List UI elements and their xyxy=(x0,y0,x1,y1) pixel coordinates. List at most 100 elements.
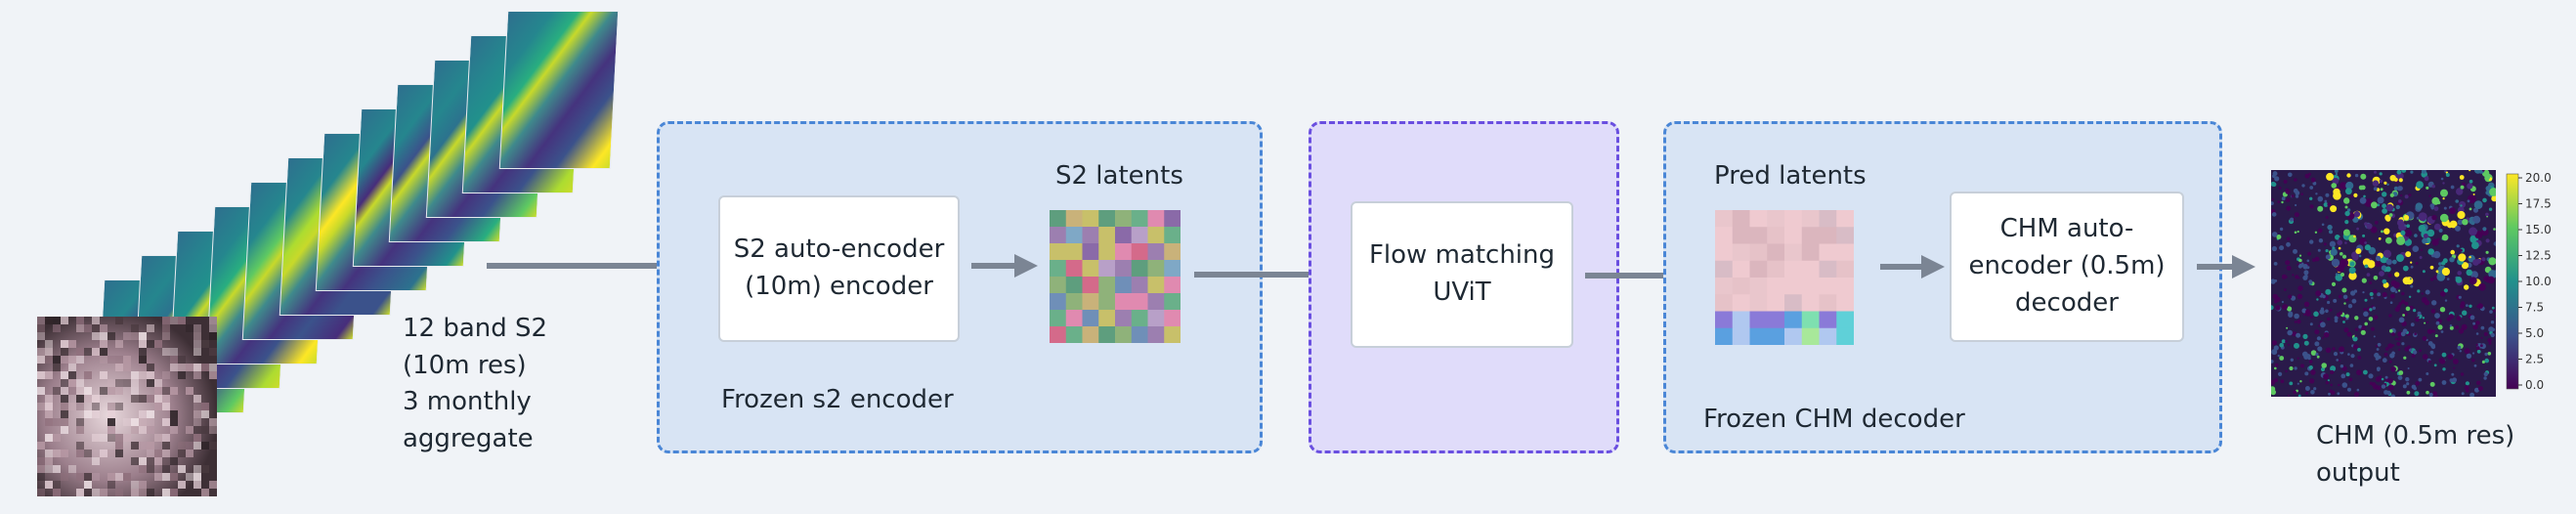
latent-cell xyxy=(1082,260,1099,278)
latent-cell xyxy=(1115,210,1133,228)
pred-latents-svg xyxy=(1715,210,1854,345)
s2-latents-label: S2 latents xyxy=(1055,161,1183,191)
latent-cell xyxy=(1732,210,1750,228)
flow-matching-node: Flow matching UViT xyxy=(1351,201,1573,348)
latent-cell xyxy=(1147,326,1165,343)
latent-cell xyxy=(1784,210,1803,228)
latent-cell xyxy=(1784,227,1803,244)
latent-cell xyxy=(1819,210,1837,228)
latent-cell xyxy=(1767,227,1785,244)
latent-cell xyxy=(1732,260,1750,278)
latent-cell xyxy=(1115,293,1133,311)
latent-cell xyxy=(1801,243,1820,262)
latent-cell xyxy=(1836,278,1854,295)
latent-cell xyxy=(1082,227,1099,244)
latent-cell xyxy=(1801,294,1820,312)
colorbar-tick-label: 12.5 xyxy=(2525,249,2552,263)
latent-cell xyxy=(1836,260,1854,278)
latent-cell xyxy=(1784,327,1803,345)
latent-cell xyxy=(1819,278,1837,295)
latent-cell xyxy=(1050,277,1067,294)
latent-cell xyxy=(1767,260,1785,278)
arrow-decoder-to-output xyxy=(2197,255,2255,278)
latent-cell xyxy=(1715,278,1734,295)
latent-cell xyxy=(1801,327,1820,345)
latent-cell xyxy=(1050,293,1067,311)
latent-cell xyxy=(1732,243,1750,262)
latent-cell xyxy=(1131,293,1148,311)
latent-cell xyxy=(1131,310,1148,327)
colorbar-tick-label: 7.5 xyxy=(2525,301,2544,315)
latent-cell xyxy=(1784,311,1803,329)
latent-cell xyxy=(1115,243,1133,261)
latent-cell xyxy=(1082,210,1099,228)
colorbar-tick-label: 0.0 xyxy=(2525,378,2544,392)
latent-cell xyxy=(1082,243,1099,261)
latent-cell xyxy=(1732,278,1750,295)
latent-cell xyxy=(1732,227,1750,244)
latent-cell xyxy=(1784,294,1803,312)
latent-cell xyxy=(1715,227,1734,244)
latent-cell xyxy=(1836,227,1854,244)
latent-cell xyxy=(1784,278,1803,295)
latent-cell xyxy=(1732,294,1750,312)
output-caption: CHM (0.5m res) output xyxy=(2316,418,2514,492)
latent-cell xyxy=(1115,310,1133,327)
latent-cell xyxy=(1131,227,1148,244)
latent-cell xyxy=(1050,243,1067,261)
chm-output-svg xyxy=(2271,170,2496,397)
latent-cell xyxy=(1147,210,1165,228)
s2-autoencoder-node: S2 auto-encoder (10m) encoder xyxy=(718,195,960,342)
latent-cell xyxy=(1131,277,1148,294)
latent-cell xyxy=(1801,311,1820,329)
latent-cell xyxy=(1147,310,1165,327)
group-label: Frozen CHM decoder xyxy=(1703,405,1965,434)
arrow-encoder-to-latents xyxy=(971,254,1038,278)
latent-cell xyxy=(1082,293,1099,311)
latent-cell xyxy=(1164,326,1181,343)
latent-cell xyxy=(1098,310,1116,327)
latent-cell xyxy=(1749,294,1768,312)
latent-cell xyxy=(1065,210,1083,228)
input-caption-line: (10m res) xyxy=(403,350,527,380)
latent-cell xyxy=(1147,277,1165,294)
latent-cell xyxy=(1767,311,1785,329)
latent-cell xyxy=(1819,327,1837,345)
latent-cell xyxy=(1164,210,1181,228)
latent-cell xyxy=(1715,327,1734,345)
latent-cell xyxy=(1767,327,1785,345)
latent-cell xyxy=(1082,277,1099,294)
latent-cell xyxy=(1836,294,1854,312)
group-label: Frozen s2 encoder xyxy=(721,385,954,414)
latent-cell xyxy=(1801,278,1820,295)
latent-cell xyxy=(1801,210,1820,228)
latent-cell xyxy=(1065,227,1083,244)
latent-cell xyxy=(1836,210,1854,228)
rgb-preview-svg xyxy=(37,317,217,496)
latent-cell xyxy=(1715,260,1734,278)
input-caption-line: 12 band S2 xyxy=(403,314,548,343)
latent-cell xyxy=(1836,311,1854,329)
latent-cell xyxy=(1164,227,1181,244)
latent-cell xyxy=(1065,310,1083,327)
input-caption-line: aggregate xyxy=(403,424,534,454)
latent-cell xyxy=(1164,260,1181,278)
latent-cell xyxy=(1801,260,1820,278)
latent-cell xyxy=(1715,210,1734,228)
latent-cell xyxy=(1749,210,1768,228)
pred-latents-label: Pred latents xyxy=(1714,161,1867,191)
latent-cell xyxy=(1164,277,1181,294)
latent-cell xyxy=(1115,260,1133,278)
latent-cell xyxy=(1098,243,1116,261)
latent-cell xyxy=(1732,311,1750,329)
chm-autoencoder-node: CHM auto- encoder (0.5m) decoder xyxy=(1950,192,2184,342)
latent-cell xyxy=(1050,310,1067,327)
latent-cell xyxy=(1147,293,1165,311)
latent-cell xyxy=(1147,227,1165,244)
latent-cell xyxy=(1131,326,1148,343)
latent-cell xyxy=(1749,311,1768,329)
rgb-preview-image xyxy=(37,317,217,496)
latent-cell xyxy=(1131,210,1148,228)
s2-band-tile xyxy=(498,11,619,169)
latent-cell xyxy=(1115,326,1133,343)
